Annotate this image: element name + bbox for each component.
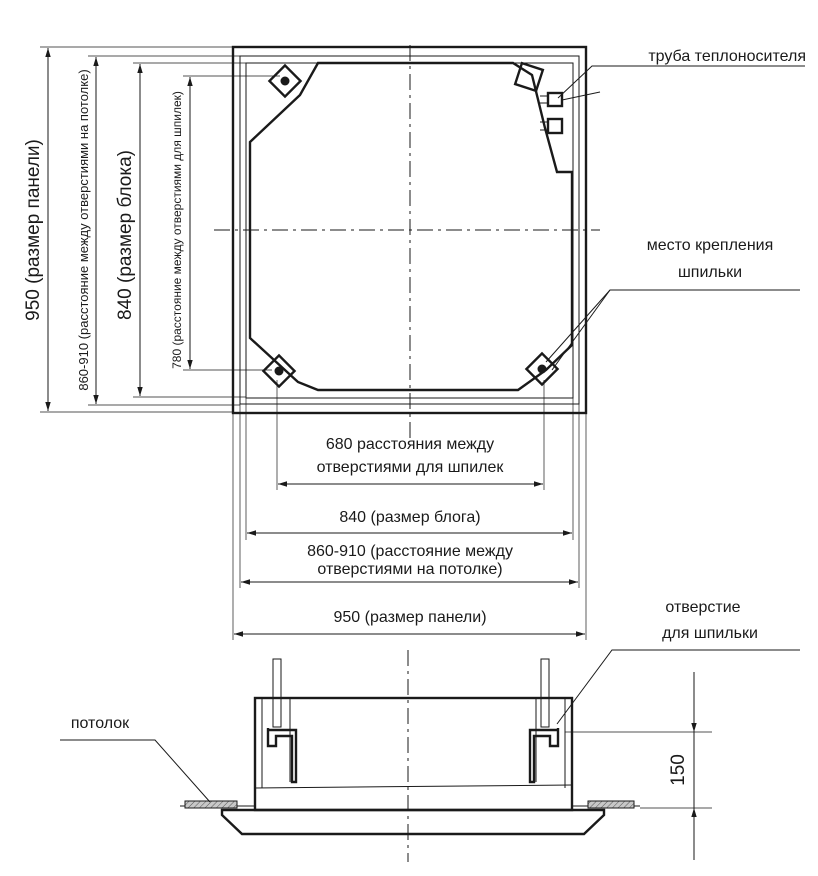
right-hanger-rod xyxy=(528,658,560,784)
mount-point-label-2: шпильки xyxy=(678,264,742,281)
unit-body xyxy=(248,61,574,392)
pipe-connection-icon xyxy=(540,91,564,135)
dim-h-ceiling-1: 860-910 (расстояние между xyxy=(307,543,513,560)
mount-hole-icon xyxy=(280,76,290,86)
dim-v-unit: 840 (размер блока) xyxy=(115,150,136,320)
side-view: отверстие для шпильки потолок 150 xyxy=(60,599,800,862)
mount-bracket-top-left xyxy=(267,63,303,99)
dim-h-rods-2: отверстиями для шпилек xyxy=(317,459,505,476)
ceiling-label: потолок xyxy=(71,715,130,732)
side-unit-body xyxy=(253,696,574,812)
dim-v-ceiling: 860-910 (расстояние между отверстиями на… xyxy=(76,69,91,390)
top-view: труба теплоносителя место крепления шпил… xyxy=(23,45,806,640)
left-hanger-rod xyxy=(266,658,298,784)
mount-bracket-bottom-right xyxy=(524,351,560,387)
mount-bracket-top-right xyxy=(513,61,545,93)
rod-hole-label-2: для шпильки xyxy=(662,625,758,642)
ceiling-right xyxy=(587,800,635,809)
dim-v-panel: 950 (размер панели) xyxy=(23,139,44,321)
dim-h-panel: 950 (размер панели) xyxy=(333,609,486,626)
heat-pipe-leader xyxy=(557,65,805,99)
mount-hole-icon xyxy=(537,364,547,374)
dim-h-rods-1: 680 расстояния между xyxy=(326,436,494,453)
heat-pipe-label: труба теплоносителя xyxy=(648,48,806,65)
dim-h-ceiling-2: отверстиями на потолке) xyxy=(317,561,502,578)
mount-bracket-bottom-left xyxy=(261,353,297,389)
rod-hole-label-1: отверстие xyxy=(665,599,740,616)
mount-point-label-1: место крепления xyxy=(647,237,774,254)
rod-hole-leader xyxy=(556,649,800,725)
mount-hole-icon xyxy=(274,366,284,376)
dim-height: 150 xyxy=(668,754,689,786)
dim-h-unit: 840 (размер блога) xyxy=(339,509,480,526)
ceiling-left xyxy=(184,800,238,809)
dim-v-rods: 780 (расстояние между отверстиями для шп… xyxy=(170,91,184,369)
side-panel xyxy=(220,808,606,836)
ceiling-leader xyxy=(60,739,211,803)
